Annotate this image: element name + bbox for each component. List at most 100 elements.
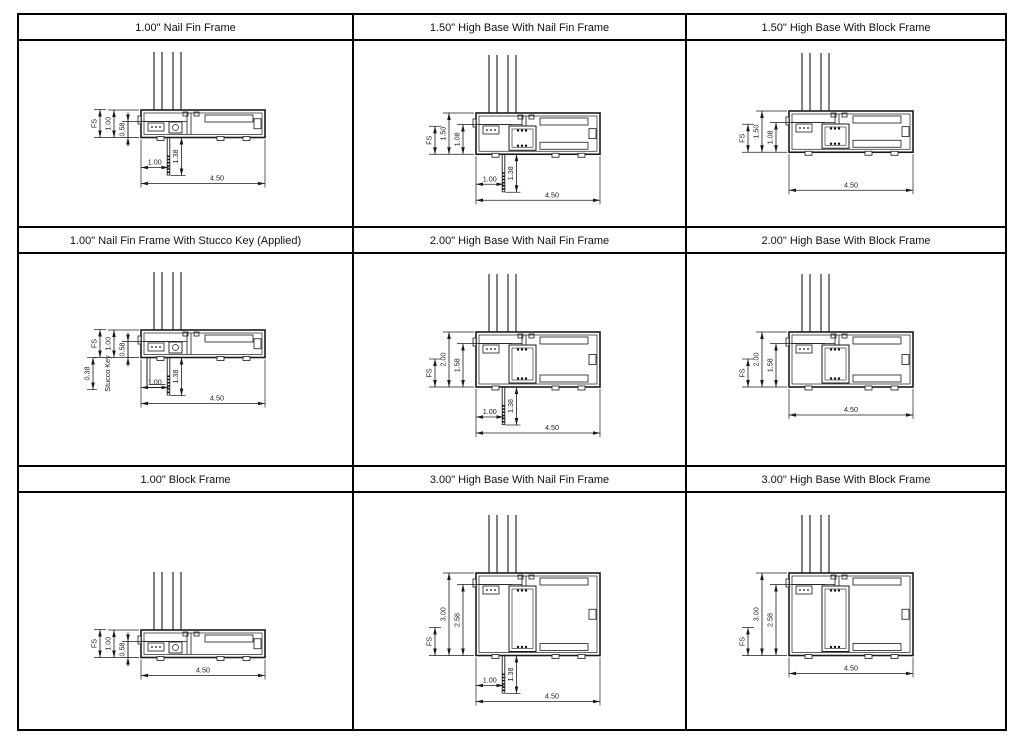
frame-profile: [785, 110, 914, 156]
frame-section-drawing: 0.58 1.00 FS 0.38 Stucco Key 1.00 1.38 4.50: [83, 272, 266, 408]
svg-text:FS: FS: [90, 339, 99, 348]
detail-cell-2: 1.50" High Base With Nail Fin Frame 1.08…: [354, 15, 687, 228]
svg-text:1.00: 1.00: [148, 158, 162, 167]
cell-title: 2.00" High Base With Nail Fin Frame: [354, 228, 685, 254]
frame-profile: [472, 572, 601, 659]
svg-text:1.00: 1.00: [148, 378, 162, 387]
cell-title: 1.50" High Base With Block Frame: [687, 15, 1005, 41]
svg-text:1.00: 1.00: [483, 676, 497, 685]
svg-text:1.08: 1.08: [766, 130, 775, 144]
frame-profile: [137, 329, 266, 361]
detail-cell-7: 1.00" Block Frame 0.58 1.00 FS 4.50: [19, 467, 354, 729]
svg-text:2.58: 2.58: [766, 613, 775, 627]
svg-text:4.50: 4.50: [545, 692, 559, 701]
nail-fin: [501, 387, 506, 425]
svg-text:1.00: 1.00: [104, 337, 113, 351]
svg-text:4.50: 4.50: [196, 666, 210, 675]
svg-text:4.50: 4.50: [844, 664, 858, 673]
cell-title: 1.00" Nail Fin Frame: [19, 15, 352, 41]
detail-cell-5: 2.00" High Base With Nail Fin Frame 1.58…: [354, 228, 687, 467]
svg-text:4.50: 4.50: [210, 394, 224, 403]
detail-cell-4: 1.00" Nail Fin Frame With Stucco Key (Ap…: [19, 228, 354, 467]
svg-text:FS: FS: [738, 368, 747, 377]
svg-text:FS: FS: [425, 368, 434, 377]
svg-text:0.58: 0.58: [118, 643, 127, 657]
svg-text:Stucco Key: Stucco Key: [103, 355, 112, 392]
svg-text:1.00: 1.00: [483, 407, 497, 416]
nail-fin: [501, 154, 506, 193]
cell-title: 3.00" High Base With Nail Fin Frame: [354, 467, 685, 493]
svg-text:2.00: 2.00: [752, 353, 761, 367]
svg-text:FS: FS: [425, 135, 434, 144]
frame-profile: [137, 629, 266, 661]
detail-cell-9: 3.00" High Base With Block Frame 2.58 3.0…: [687, 467, 1005, 729]
dimensions: 0.58 1.00 FS 4.50: [90, 629, 266, 680]
nail-fin: [501, 655, 506, 694]
svg-text:1.00: 1.00: [483, 174, 497, 183]
svg-text:4.50: 4.50: [844, 405, 858, 414]
svg-text:1.50: 1.50: [439, 127, 448, 141]
nail-fin: [166, 357, 171, 396]
frame-section-drawing: 0.58 1.00 FS 4.50: [90, 572, 266, 680]
svg-text:0.38: 0.38: [83, 367, 92, 381]
svg-text:3.00: 3.00: [752, 607, 761, 621]
svg-text:2.00: 2.00: [439, 353, 448, 367]
svg-text:4.50: 4.50: [210, 174, 224, 183]
detail-cell-8: 3.00" High Base With Nail Fin Frame 2.58…: [354, 467, 687, 729]
svg-text:4.50: 4.50: [545, 423, 559, 432]
svg-text:1.38: 1.38: [171, 370, 180, 384]
cell-title: 1.00" Nail Fin Frame With Stucco Key (Ap…: [19, 228, 352, 254]
cell-title: 2.00" High Base With Block Frame: [687, 228, 1005, 254]
svg-text:4.50: 4.50: [545, 190, 559, 199]
frame-profile: [785, 331, 914, 391]
svg-text:0.58: 0.58: [118, 343, 127, 357]
svg-text:0.58: 0.58: [118, 123, 127, 137]
svg-text:FS: FS: [738, 637, 747, 646]
section-drawing-area: 0.58 1.00 FS 4.50: [19, 493, 352, 727]
svg-text:1.50: 1.50: [752, 125, 761, 139]
svg-text:1.38: 1.38: [506, 668, 515, 682]
cell-title: 3.00" High Base With Block Frame: [687, 467, 1005, 493]
nail-fin: [166, 137, 171, 176]
svg-text:3.00: 3.00: [439, 607, 448, 621]
cell-title: 1.00" Block Frame: [19, 467, 352, 493]
svg-text:FS: FS: [90, 119, 99, 128]
svg-text:1.00: 1.00: [104, 637, 113, 651]
frame-profile: [472, 331, 601, 391]
svg-text:1.38: 1.38: [506, 166, 515, 180]
section-drawing-area: 0.58 1.00 FS 0.38 Stucco Key 1.00 1.38 4.50: [19, 254, 352, 463]
frame-profile: [472, 112, 601, 158]
cell-title: 1.50" High Base With Nail Fin Frame: [354, 15, 685, 41]
svg-text:1.58: 1.58: [453, 358, 462, 372]
svg-text:1.08: 1.08: [453, 132, 462, 146]
svg-text:FS: FS: [90, 639, 99, 648]
dimensions: 0.58 1.00 FS 0.38 Stucco Key 1.00 1.38 4.50: [83, 329, 266, 408]
svg-text:4.50: 4.50: [844, 180, 858, 189]
detail-cell-3: 1.50" High Base With Block Frame 1.08 1.5…: [687, 15, 1005, 228]
frame-profile: [137, 109, 266, 141]
svg-text:1.00: 1.00: [104, 117, 113, 131]
svg-text:2.58: 2.58: [453, 613, 462, 627]
svg-text:FS: FS: [738, 133, 747, 142]
